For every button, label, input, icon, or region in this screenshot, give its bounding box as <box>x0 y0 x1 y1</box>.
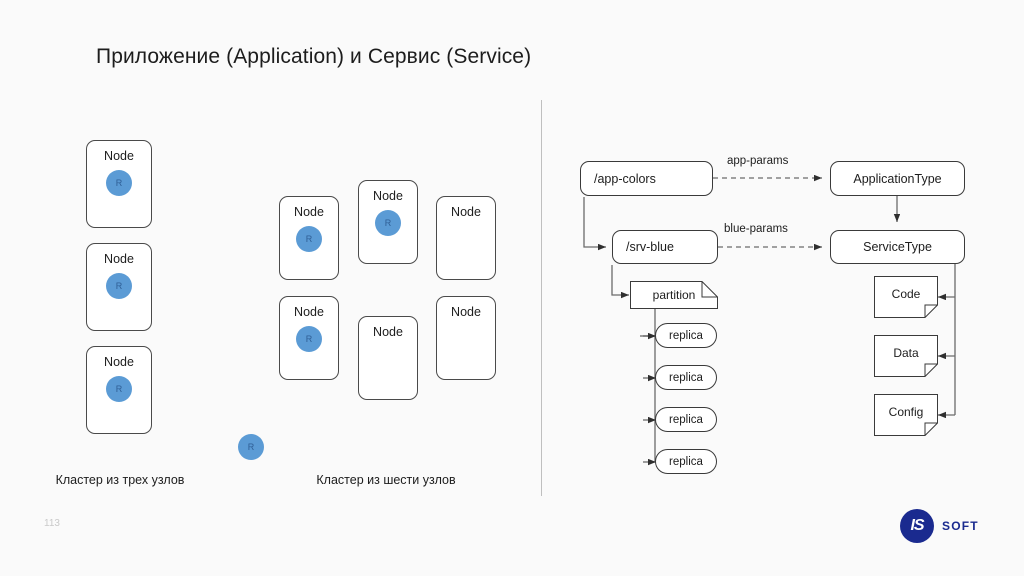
node-label: Node <box>104 252 134 266</box>
node-box: Node R <box>279 196 339 280</box>
pill-replica-label: replica <box>669 329 703 342</box>
cluster-three-caption: Кластер из трех узлов <box>55 473 185 487</box>
box-config-label: Config <box>888 405 924 419</box>
is-logo-icon: IS <box>900 509 934 543</box>
node-box: Node R <box>86 243 152 331</box>
document-shape <box>874 276 938 318</box>
node-box: Node <box>436 196 496 280</box>
node-label: Node <box>294 305 324 319</box>
node-box: Node <box>436 296 496 380</box>
edge-label-app-params: app-params <box>727 155 789 167</box>
pill-replica: replica <box>655 323 717 348</box>
replica-badge: R <box>375 210 401 236</box>
node-box: Node R <box>86 346 152 434</box>
pill-replica-label: replica <box>669 413 703 426</box>
replica-badge: R <box>106 273 132 299</box>
panel-divider <box>541 100 542 496</box>
box-code: Code <box>874 276 938 318</box>
note-shape <box>630 281 718 309</box>
box-service-type: ServiceType <box>830 230 965 264</box>
box-partition-label: partition <box>652 288 696 302</box>
node-label: Node <box>294 205 324 219</box>
box-service-type-label: ServiceType <box>863 240 932 254</box>
replica-badge: R <box>106 376 132 402</box>
pill-replica: replica <box>655 407 717 432</box>
replica-badge: R <box>106 170 132 196</box>
node-label: Node <box>451 205 481 219</box>
node-label: Node <box>104 355 134 369</box>
node-box: Node R <box>358 180 418 264</box>
box-application-type: ApplicationType <box>830 161 965 196</box>
brand-logo: IS SOFT <box>900 509 979 543</box>
document-shape <box>874 335 938 377</box>
edge-label-blue-params: blue-params <box>724 223 788 235</box>
node-label: Node <box>104 149 134 163</box>
node-label: Node <box>373 189 403 203</box>
replica-badge: R <box>296 326 322 352</box>
box-data-label: Data <box>893 346 919 360</box>
page-title: Приложение (Application) и Сервис (Servi… <box>96 45 532 68</box>
box-app-colors: /app-colors <box>580 161 713 196</box>
node-label: Node <box>373 325 403 339</box>
node-label: Node <box>451 305 481 319</box>
node-box: Node R <box>279 296 339 380</box>
pill-replica: replica <box>655 365 717 390</box>
box-application-type-label: ApplicationType <box>853 171 942 186</box>
node-box: Node <box>358 316 418 400</box>
document-shape <box>874 394 938 436</box>
box-srv-blue: /srv-blue <box>612 230 718 264</box>
brand-logo-word: SOFT <box>942 519 979 533</box>
floating-replica-badge: R <box>238 434 264 460</box>
box-app-colors-label: /app-colors <box>594 171 656 186</box>
box-data: Data <box>874 335 938 377</box>
pill-replica-label: replica <box>669 455 703 468</box>
box-config: Config <box>874 394 938 436</box>
pill-replica-label: replica <box>669 371 703 384</box>
replica-badge: R <box>296 226 322 252</box>
pill-replica: replica <box>655 449 717 474</box>
box-srv-blue-label: /srv-blue <box>626 240 674 254</box>
box-partition: partition <box>630 281 718 309</box>
page-number: 113 <box>44 518 60 529</box>
node-box: Node R <box>86 140 152 228</box>
cluster-six-caption: Кластер из шести узлов <box>316 473 456 487</box>
box-code-label: Code <box>891 287 921 301</box>
